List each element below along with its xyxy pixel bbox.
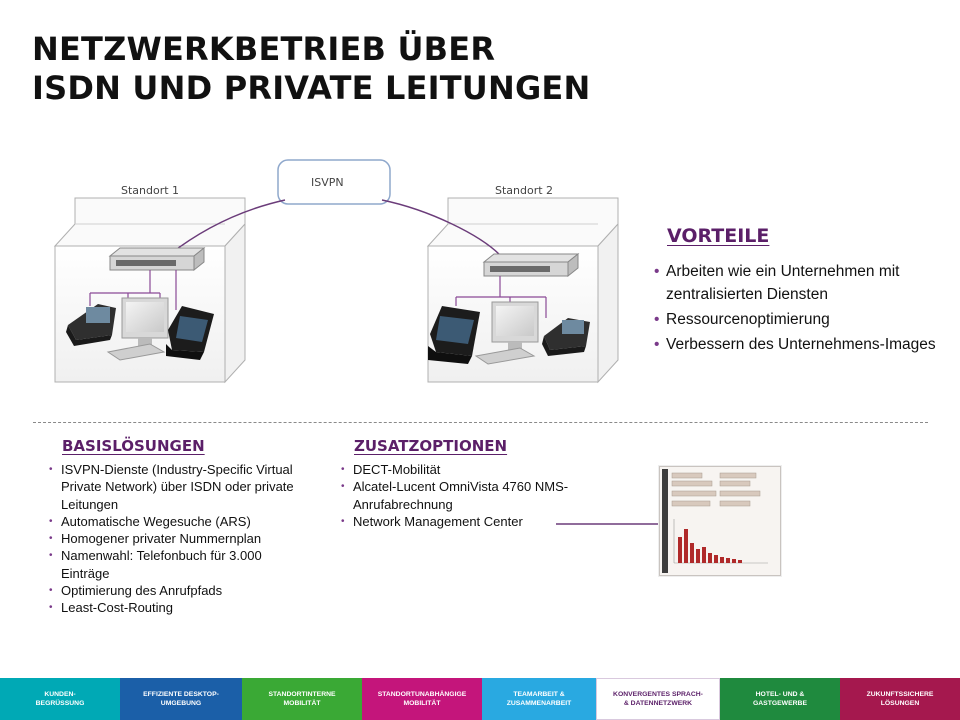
page-title: NETZWERKBETRIEB ÜBER ISDN UND PRIVATE LE… <box>32 30 590 108</box>
zusatz-item: Network Management Center <box>341 513 603 531</box>
basis-item: Least-Cost-Routing <box>49 599 311 617</box>
title-line-1: NETZWERKBETRIEB ÜBER <box>32 30 496 68</box>
nav-kunden-begruessung[interactable]: KUNDEN- BEGRÜSSUNG <box>0 678 120 720</box>
zusatz-list: DECT-Mobilität Alcatel-Lucent OmniVista … <box>341 461 603 531</box>
nav-label-line1: KUNDEN- <box>44 691 76 698</box>
nav-teamarbeit-zusammenarbeit[interactable]: TEAMARBEIT & ZUSAMMENARBEIT <box>482 678 596 720</box>
nav-label-line1: TEAMARBEIT & <box>513 691 565 698</box>
zusatz-heading: ZUSATZOPTIONEN <box>354 437 508 455</box>
vorteile-item: Ressourcenoptimierung <box>654 308 946 331</box>
workstation-2 <box>474 301 539 365</box>
vorteile-list: Arbeiten wie ein Unternehmen mit zentral… <box>654 260 946 358</box>
basis-item: Automatische Wegesuche (ARS) <box>49 513 311 531</box>
workstation-1 <box>106 297 169 361</box>
vorteile-heading: VORTEILE <box>667 225 770 247</box>
site-1-label: Standort 1 <box>121 184 179 197</box>
nav-label-line1: ZUKUNFTSSICHERE <box>866 691 934 698</box>
nav-label-line1: HOTEL- UND & <box>755 691 805 698</box>
smart-phone-2 <box>428 306 480 364</box>
nav-label-line2: UMGEBUNG <box>160 700 202 707</box>
nav-label-line1: STANDORTINTERNE <box>268 691 336 698</box>
basis-list: ISVPN-Dienste (Industry-Specific Virtual… <box>49 461 311 617</box>
nav-label-line2: MOBILITÄT <box>283 700 321 707</box>
vorteile-item: Verbessern des Unternehmens-Images <box>654 333 946 356</box>
smart-phone-1 <box>166 306 214 360</box>
vorteile-item: Arbeiten wie ein Unternehmen mit zentral… <box>654 260 946 306</box>
nav-zukunftssichere-loesungen[interactable]: ZUKUNFTSSICHERE LÖSUNGEN <box>840 678 960 720</box>
site-2-label: Standort 2 <box>495 184 553 197</box>
basis-item: Homogener privater Nummernplan <box>49 530 311 548</box>
section-divider <box>33 422 928 423</box>
nav-label-line1: KONVERGENTES SPRACH- <box>613 691 703 698</box>
nms-report-screenshot <box>659 466 781 576</box>
nav-label-line2: MOBILITÄT <box>403 700 441 707</box>
nav-label-line2: LÖSUNGEN <box>880 700 920 707</box>
zusatz-item: DECT-Mobilität <box>341 461 603 479</box>
bottom-navigation: KUNDEN- BEGRÜSSUNG EFFIZIENTE DESKTOP- UMG… <box>0 678 960 720</box>
nav-label-line2: ZUSAMMENARBEIT <box>506 700 572 707</box>
nav-standortunabhaengige-mobilitaet[interactable]: STANDORTUNABHÄNGIGE MOBILITÄT <box>362 678 482 720</box>
link-isvpn-site2 <box>381 199 501 256</box>
nav-konvergentes-netzwerk[interactable]: KONVERGENTES SPRACH- & DATENNETZWERK <box>596 678 720 720</box>
nav-hotel-gastgewerbe[interactable]: HOTEL- UND & GASTGEWERBE <box>720 678 840 720</box>
pbx-switch-2 <box>482 252 580 278</box>
nms-report-image <box>660 467 780 575</box>
nav-label-line2: & DATENNETZWERK <box>623 700 693 707</box>
title-line-2: ISDN UND PRIVATE LEITUNGEN <box>32 69 591 107</box>
basis-item: ISVPN-Dienste (Industry-Specific Virtual… <box>49 461 311 513</box>
basis-item: Namenwahl: Telefonbuch für 3.000 Einträg… <box>49 547 311 582</box>
nav-label-line1: EFFIZIENTE DESKTOP- <box>143 691 219 698</box>
desk-phone-1 <box>66 304 116 346</box>
nav-standortinterne-mobilitaet[interactable]: STANDORTINTERNE MOBILITÄT <box>242 678 362 720</box>
pbx-switch-1 <box>108 246 206 272</box>
basis-heading: BASISLÖSUNGEN <box>62 437 205 455</box>
nav-label-line1: STANDORTUNABHÄNGIGE <box>377 691 467 698</box>
zusatz-item: Alcatel-Lucent OmniVista 4760 NMS-Anrufa… <box>341 478 603 513</box>
nav-label-line2: GASTGEWERBE <box>752 700 807 707</box>
isvpn-label: ISVPN <box>311 176 344 189</box>
basis-item: Optimierung des Anrufpfads <box>49 582 311 600</box>
nav-effiziente-desktop-umgebung[interactable]: EFFIZIENTE DESKTOP- UMGEBUNG <box>120 678 242 720</box>
nav-label-line2: BEGRÜSSUNG <box>35 700 85 707</box>
isvpn-cloud <box>277 159 391 205</box>
desk-phone-2 <box>542 318 590 356</box>
